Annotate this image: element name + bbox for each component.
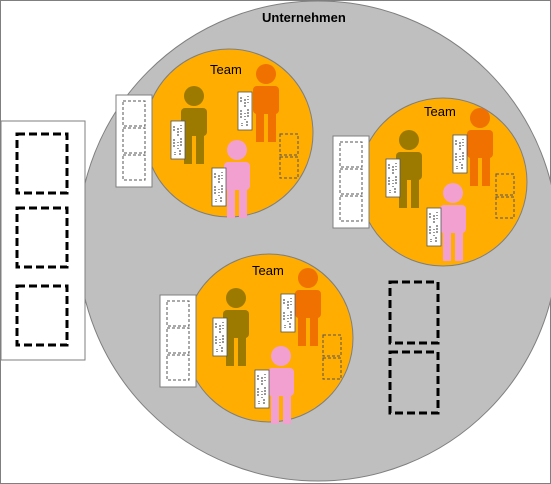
company-label: Unternehmen [262,10,346,25]
empty-slot-icon [15,132,69,195]
team-label: Team [252,263,284,278]
document-icon [170,120,186,160]
external-storage-panel [0,120,86,361]
document-icon [426,207,442,247]
team-storage-panel [115,94,153,188]
document-icon [254,369,270,409]
empty-slot-icon [388,280,440,345]
document-icon [452,134,468,174]
team-storage-panel [332,135,370,229]
team-2: Team [332,97,528,267]
empty-slot-icon [15,284,69,347]
document-icon [280,293,296,333]
empty-slot-icon [388,350,440,415]
team-3: Team [159,253,354,424]
document-icon [385,158,401,198]
team-1: Team [115,48,314,218]
document-icon [212,317,228,357]
team-label: Team [424,104,456,119]
document-icon [211,167,227,207]
team-storage-panel [159,294,197,388]
empty-slot-icon [15,206,69,269]
document-icon [237,91,253,131]
team-label: Team [210,62,242,77]
